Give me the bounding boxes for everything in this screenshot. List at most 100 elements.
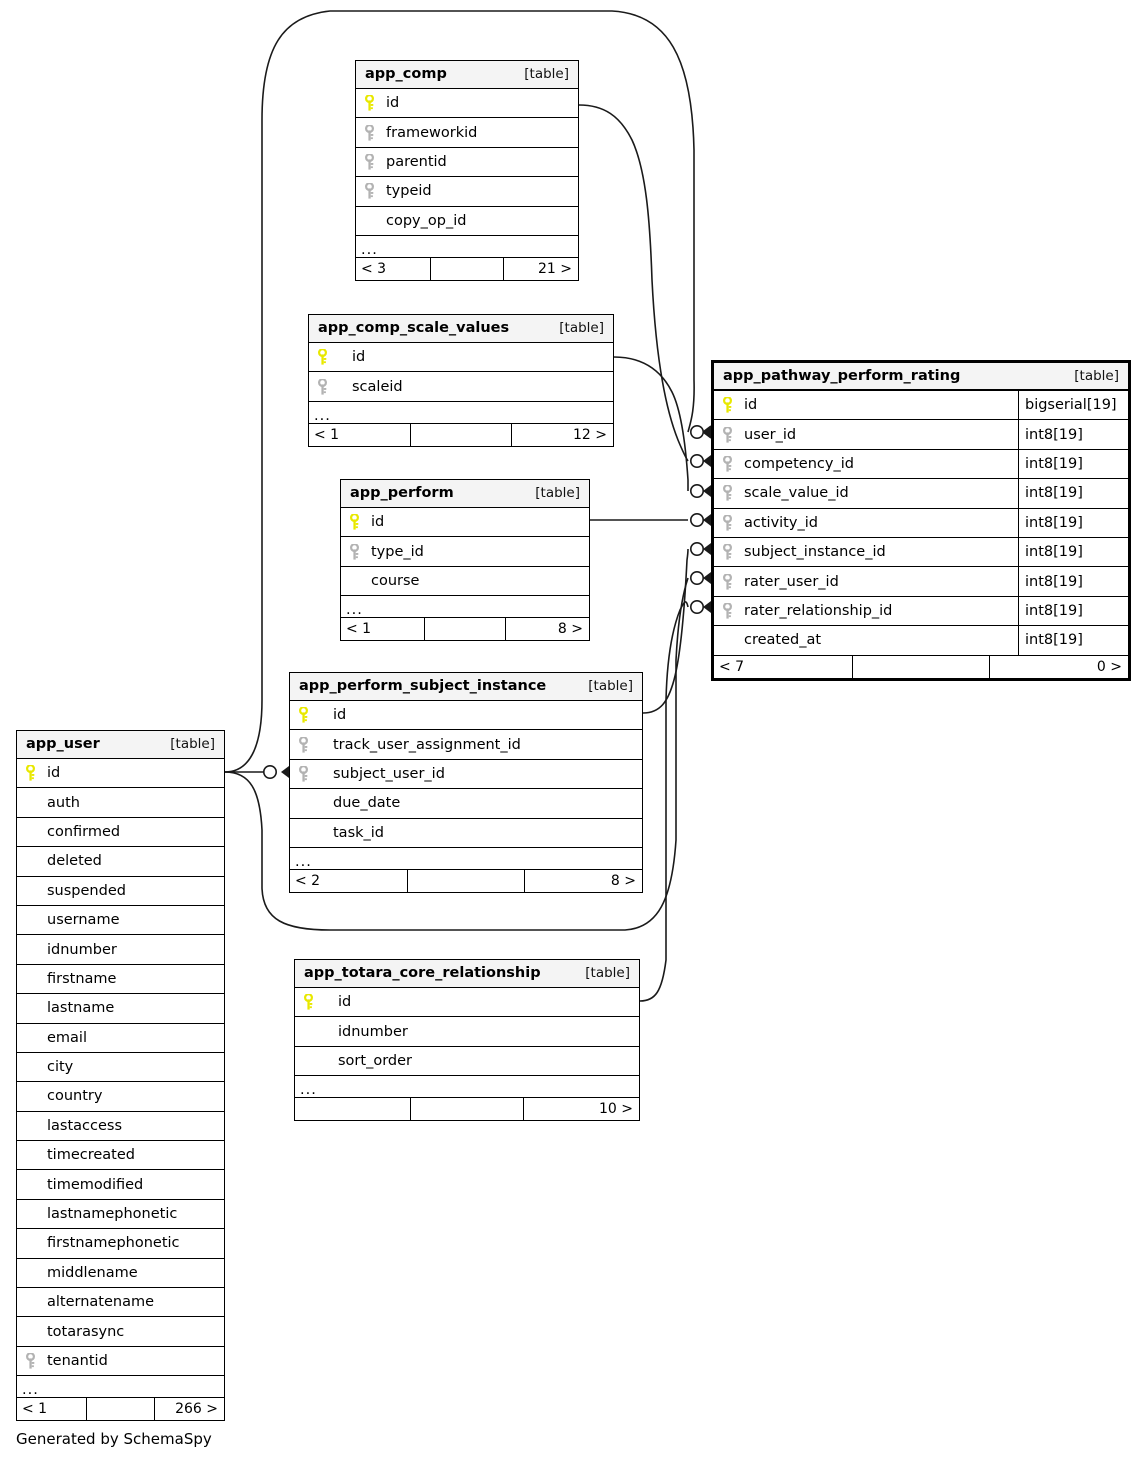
column-type: int8[19] (1018, 537, 1128, 567)
table-row[interactable]: scaleid (309, 372, 613, 402)
column-cell: city (17, 1053, 224, 1081)
column-name: id (386, 95, 400, 112)
column-name: timemodified (47, 1176, 144, 1193)
table-row[interactable]: lastnamephonetic (17, 1200, 224, 1230)
outbound-relationship-count: 8 > (610, 872, 636, 889)
foreign-key-icon (723, 573, 744, 590)
table-row[interactable]: suspended (17, 877, 224, 906)
table-title: app_comp (365, 66, 447, 82)
column-cell: middlename (17, 1259, 224, 1287)
table-row[interactable]: idnumber (17, 935, 224, 965)
table-row[interactable]: alternatename (17, 1288, 224, 1318)
table-row[interactable]: typeid (356, 177, 578, 207)
table-row[interactable]: course (341, 567, 589, 597)
table-row[interactable]: id (356, 89, 578, 119)
table-row[interactable]: type_id (341, 537, 589, 567)
footer-middle-cell (852, 655, 990, 678)
table-row[interactable]: country (17, 1082, 224, 1112)
column-cell: activity_id (714, 509, 1018, 537)
column-cell: id (290, 701, 642, 729)
column-cell: track_user_assignment_id (290, 730, 642, 758)
column-cell: subject_user_id (290, 760, 642, 788)
table-row[interactable]: idnumber (295, 1017, 639, 1047)
outbound-relationship-count: 21 > (538, 260, 572, 277)
column-cell: idnumber (295, 1017, 639, 1045)
table-row[interactable]: sort_order (295, 1047, 639, 1077)
edge-relationship-to-rater_relationship_id (639, 601, 689, 1002)
table-row[interactable]: timecreated (17, 1141, 224, 1171)
column-name: course (371, 572, 420, 589)
column-name: track_user_assignment_id (333, 736, 521, 753)
column-cell: lastnamephonetic (17, 1200, 224, 1228)
column-name: activity_id (744, 514, 818, 531)
table-row[interactable]: firstname (17, 965, 224, 995)
table-row[interactable]: id (309, 343, 613, 373)
table-row[interactable]: middlename (17, 1259, 224, 1289)
table-row[interactable]: city (17, 1053, 224, 1083)
table-row[interactable]: due_date (290, 789, 642, 819)
column-name: tenantid (47, 1353, 108, 1369)
column-type: int8[19] (1018, 420, 1128, 449)
table-title: app_pathway_perform_rating (723, 367, 961, 384)
table-row[interactable]: totarasync (17, 1317, 224, 1347)
column-cell: scale_value_id (714, 479, 1018, 507)
column-name: country (47, 1088, 103, 1105)
more-columns-ellipsis: ... (356, 236, 578, 258)
table-row[interactable]: confirmed (17, 818, 224, 848)
table-row[interactable]: parentid (356, 148, 578, 178)
column-name: frameworkid (386, 124, 478, 141)
column-cell: timemodified (17, 1170, 224, 1198)
table-row[interactable]: firstnamephonetic (17, 1229, 224, 1259)
column-cell: timecreated (17, 1141, 224, 1169)
column-cell: lastaccess (17, 1112, 224, 1140)
outbound-relationship-count: 0 > (1096, 658, 1122, 675)
column-cell: id (17, 759, 224, 787)
table-row[interactable]: lastname (17, 994, 224, 1024)
table-row[interactable]: frameworkid (356, 118, 578, 148)
table-row[interactable]: timemodified (17, 1170, 224, 1200)
column-name: idnumber (47, 941, 117, 958)
table-row[interactable]: task_id (290, 819, 642, 848)
table-header-app_user: app_user[table] (17, 731, 224, 759)
table-row[interactable]: username (17, 906, 224, 936)
table-row[interactable]: id (341, 508, 589, 538)
table-row[interactable]: id (290, 701, 642, 731)
table-row[interactable]: id (17, 759, 224, 789)
column-name: lastname (47, 1000, 115, 1017)
table-row[interactable]: email (17, 1024, 224, 1053)
more-columns-ellipsis: ... (290, 848, 642, 870)
column-name: email (47, 1029, 87, 1046)
table-row[interactable]: id (295, 988, 639, 1018)
column-type: int8[19] (1018, 596, 1128, 626)
column-cell: parentid (356, 148, 578, 176)
table-row[interactable]: subject_user_id (290, 760, 642, 790)
table-row[interactable]: track_user_assignment_id (290, 730, 642, 760)
column-name: city (47, 1059, 74, 1076)
table-row[interactable]: copy_op_id (356, 207, 578, 236)
inbound-relationship-count: < 2 (295, 872, 321, 889)
table-row[interactable]: auth (17, 788, 224, 818)
table-row[interactable]: deleted (17, 847, 224, 877)
column-name: id (47, 765, 61, 782)
foreign-key-icon (365, 124, 386, 141)
table-row[interactable]: tenantid (17, 1347, 224, 1377)
table-row[interactable]: lastaccess (17, 1112, 224, 1142)
